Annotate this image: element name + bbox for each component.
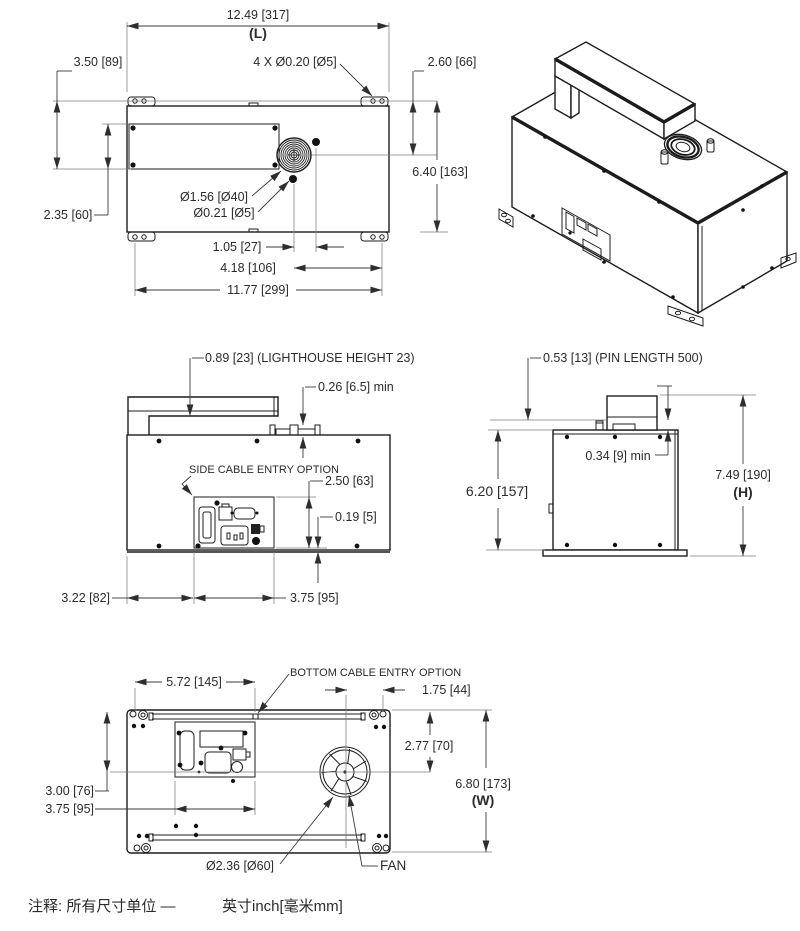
side-view: 0.53 [13] (PIN LENGTH 500) 0.34 [9] min … bbox=[466, 351, 771, 557]
dim-pin-to-hole: 4.18 [106] bbox=[220, 261, 276, 275]
iso-pins bbox=[660, 138, 715, 165]
front-view: 0.89 [23] (LIGHTHOUSE HEIGHT 23) 0.26 [6… bbox=[61, 351, 414, 605]
isometric-view bbox=[498, 41, 797, 327]
dim-hole-spacing: 11.77 [299] bbox=[227, 283, 289, 297]
dim-pin-engagement: 0.34 [9] min bbox=[585, 449, 650, 463]
dim-panel-offset: 0.19 [5] bbox=[335, 510, 377, 524]
bottom-mount-holes bbox=[129, 710, 390, 853]
footnote: 注释: 所有尺寸单位 — 英寸inch[毫米mm] bbox=[28, 897, 343, 915]
iso-screws bbox=[531, 135, 774, 299]
note-side-cable: SIDE CABLE ENTRY OPTION bbox=[189, 464, 339, 476]
front-connector-panel bbox=[193, 496, 275, 549]
side-base-flange bbox=[542, 549, 688, 557]
iso-fan-icon bbox=[663, 133, 703, 161]
dim-fan-offset-top: 2.77 [70] bbox=[405, 739, 454, 753]
bottom-connector-cutout bbox=[174, 721, 256, 783]
dim-width: 6.80 [173] bbox=[455, 777, 511, 791]
dim-top-length: 12.49 [317] bbox=[227, 8, 290, 22]
footnote-units: 英寸inch[毫米mm] bbox=[222, 897, 343, 915]
axis-width-label: (W) bbox=[472, 792, 495, 808]
iso-connector-panel bbox=[561, 207, 611, 264]
axis-height-label: (H) bbox=[733, 484, 752, 500]
front-lighthouse bbox=[127, 396, 279, 435]
power-inlet bbox=[220, 525, 249, 546]
dim-offset-left: 3.50 [89] bbox=[74, 55, 123, 69]
note-bottom-cable: BOTTOM CABLE ENTRY OPTION bbox=[290, 667, 461, 679]
de9-connector bbox=[233, 507, 256, 520]
top-view: 12.49 [317] (L) 3.50 [89] 4 X Ø0.20 [Ø5]… bbox=[44, 8, 477, 297]
dim-inner-height: 2.35 [60] bbox=[44, 208, 93, 222]
label-fan: FAN bbox=[380, 858, 406, 873]
dim-panel-height: 2.50 [63] bbox=[325, 474, 374, 488]
pin-hole bbox=[289, 175, 297, 183]
dim-panel-top-offset: 3.00 [76] bbox=[45, 784, 94, 798]
dim-panel-width: 3.75 [95] bbox=[290, 591, 339, 605]
bottom-view-body bbox=[126, 709, 391, 854]
dim-bottom-fan-dia: Ø2.36 [Ø60] bbox=[206, 859, 274, 873]
dim-panel-left-offset: 3.22 [82] bbox=[61, 591, 110, 605]
footnote-text: 注释: 所有尺寸单位 — bbox=[28, 898, 176, 915]
dim-height-right: 6.40 [163] bbox=[412, 165, 468, 179]
cable-rails bbox=[148, 712, 366, 842]
dim-holes-note: 4 X Ø0.20 [Ø5] bbox=[253, 55, 336, 69]
dim-pin-spacing: 1.05 [27] bbox=[213, 240, 262, 254]
fan-top-icon bbox=[276, 137, 312, 173]
dim-total-height: 7.49 [190] bbox=[715, 468, 771, 482]
power-switch bbox=[251, 524, 260, 534]
dim-pin-dia: Ø0.21 [Ø5] bbox=[193, 206, 254, 220]
side-lighthouse bbox=[606, 395, 658, 431]
pin-hole bbox=[312, 138, 320, 146]
da15-connector bbox=[198, 506, 216, 544]
status-led bbox=[252, 537, 260, 545]
dim-fan-dia: Ø1.56 [Ø40] bbox=[180, 190, 248, 204]
bottom-view: 5.72 [145] BOTTOM CABLE ENTRY OPTION 1.7… bbox=[45, 667, 510, 873]
dim-lighthouse-height: 0.89 [23] (LIGHTHOUSE HEIGHT 23) bbox=[205, 351, 415, 365]
side-pin bbox=[595, 420, 604, 431]
iso-mounting-flanges bbox=[498, 208, 797, 327]
dim-fan-offset-right: 1.75 [44] bbox=[422, 683, 471, 697]
dim-cable-offset: 5.72 [145] bbox=[166, 675, 222, 689]
front-pins bbox=[269, 424, 321, 436]
axis-length-label: (L) bbox=[249, 25, 267, 41]
dim-pin-protrusion: 0.26 [6.5] min bbox=[318, 380, 394, 394]
dim-body-height: 6.20 [157] bbox=[466, 483, 528, 499]
dim-pin-length: 0.53 [13] (PIN LENGTH 500) bbox=[543, 351, 703, 365]
side-view-body bbox=[552, 429, 679, 551]
dim-bottom-panel-width: 3.75 [95] bbox=[45, 802, 94, 816]
dim-offset-right: 2.60 [66] bbox=[428, 55, 477, 69]
